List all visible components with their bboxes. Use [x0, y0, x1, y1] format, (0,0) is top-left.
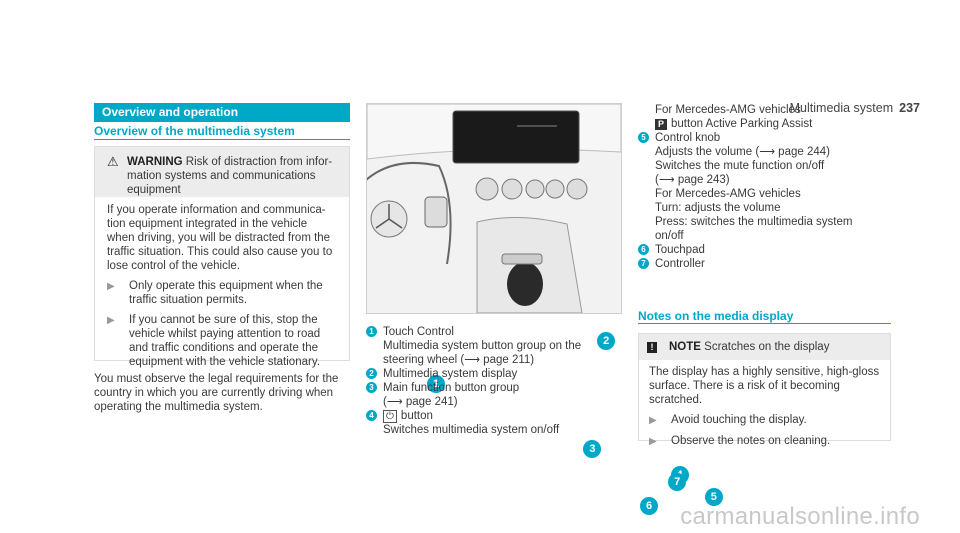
legend-number: 3	[366, 382, 377, 393]
warning-line: equipment	[127, 184, 181, 196]
page-ref[interactable]: page 211)	[483, 354, 535, 366]
section-title: Overview and operation	[102, 105, 239, 119]
note-bullet: ▶Observe the notes on cleaning.	[649, 435, 831, 447]
legend-title: Main function button group	[383, 382, 520, 394]
legend-number: 2	[366, 368, 377, 379]
note-header: ! NOTE Scratches on the display	[639, 334, 890, 360]
warning-triangle-icon: ⚠	[107, 154, 119, 169]
legend-item: 4 ⏻button Switches multimedia system on/…	[366, 409, 626, 437]
warning-bullet: ▶ If you cannot be sure of this, stop th…	[107, 314, 321, 368]
page-ref-arrow-icon: ⟶	[386, 396, 403, 408]
legend-title: Multimedia system display	[383, 368, 518, 380]
legend-item: 7 Controller	[638, 257, 898, 271]
notes-title: Notes on the media display	[638, 309, 794, 323]
page-header: Multimedia system 237	[790, 101, 920, 115]
legend-title: Touch Control	[383, 326, 454, 338]
legend-item: 6 Touchpad	[638, 243, 898, 257]
warning-box: ⚠ WARNING Risk of distraction from infor-…	[94, 146, 350, 368]
cockpit-figure: 1 2 3 4 5 6 7	[356, 103, 723, 515]
bullet-triangle-icon: ▶	[107, 281, 115, 292]
warning-line: Risk of distraction from infor-	[185, 156, 333, 168]
legend-number: 4	[366, 410, 377, 421]
legend-item: 5 Control knob Adjusts the volume (⟶ pag…	[638, 131, 898, 243]
page-ref[interactable]: page 243)	[677, 174, 730, 186]
bullet-triangle-icon: ▶	[649, 436, 657, 447]
note-head-text: Scratches on the display	[704, 341, 830, 353]
callout-2: 2	[597, 332, 616, 350]
bullet-triangle-icon: ▶	[649, 415, 657, 426]
legend-title: Touchpad	[655, 244, 705, 256]
watermark: carmanualsonline.info	[680, 503, 920, 530]
cockpit-illustration	[356, 103, 622, 314]
header-title: Multimedia system	[789, 101, 894, 115]
legend-item: 1 Touch Control Multimedia system button…	[366, 325, 626, 367]
legend-number: 5	[638, 132, 649, 143]
legend-number: 6	[638, 244, 649, 255]
legend-number: 1	[366, 326, 377, 337]
note-label: NOTE	[669, 341, 701, 353]
warning-label: WARNING	[127, 156, 183, 168]
note-body: The display has a highly sensitive, high…	[649, 366, 880, 406]
callout-5: 5	[704, 488, 723, 506]
page-ref-arrow-icon: ⟶	[464, 354, 480, 366]
power-icon: ⏻	[383, 410, 397, 423]
legend-item: 3 Main function button group (⟶ page 241…	[366, 381, 626, 409]
parking-icon: P	[655, 119, 668, 130]
legend-title: button	[400, 410, 433, 422]
page-ref[interactable]: page 244)	[778, 146, 830, 158]
bullet-triangle-icon: ▶	[107, 315, 115, 326]
legend-title: Control knob	[655, 132, 721, 144]
warning-body: If you operate information and communica…	[107, 204, 333, 272]
note-bullet: ▶Avoid touching the display.	[649, 414, 807, 426]
legend-item: 2 Multimedia system display	[366, 367, 626, 381]
section-title-bar: Overview and operation	[94, 103, 350, 122]
page-number: 237	[899, 101, 920, 115]
page-ref-arrow-icon: ⟶	[759, 146, 775, 158]
callout-3: 3	[583, 440, 602, 458]
callout-6: 6	[640, 497, 659, 515]
legend-title: Controller	[655, 258, 705, 270]
subtitle-rule	[94, 139, 350, 140]
legend-number: 7	[638, 258, 649, 269]
legend-list: 1 Touch Control Multimedia system button…	[366, 325, 626, 437]
closing-paragraph: You must observe the legal requirements …	[94, 373, 339, 413]
page-ref[interactable]: page 241)	[405, 396, 458, 408]
subtitle: Overview of the multimedia system	[94, 124, 295, 138]
notes-rule	[638, 323, 891, 324]
exclamation-icon: !	[647, 342, 657, 353]
warning-line: mation systems and communications	[127, 170, 316, 182]
page-ref-arrow-icon: ⟶	[658, 174, 675, 186]
warning-header: ⚠ WARNING Risk of distraction from infor-…	[95, 147, 349, 197]
callout-1: 1	[427, 375, 445, 393]
callout-7: 7	[668, 473, 687, 491]
note-box: ! NOTE Scratches on the display The displ…	[638, 333, 891, 447]
